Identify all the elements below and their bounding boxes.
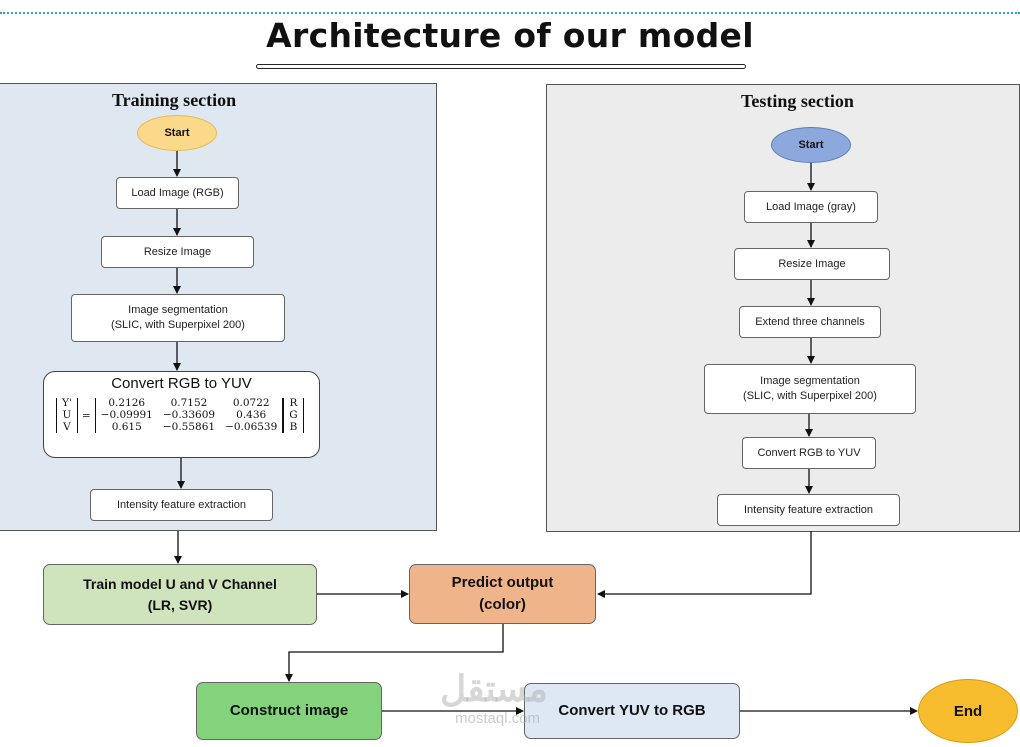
construct-image-node: Construct image [196, 682, 382, 740]
predict-output-sublabel: (color) [479, 596, 526, 613]
train-model-node: Train model U and V Channel (LR, SVR) [43, 564, 317, 625]
training-segmentation-label: Image segmentation [128, 304, 228, 317]
matrix-cell: 0.436 [236, 408, 267, 421]
training-segmentation-sublabel: (SLIC, with Superpixel 200) [111, 319, 245, 331]
end-node: End [918, 679, 1018, 743]
coefficient-matrix: 0.2126 0.7152 0.0722 −0.09991 −0.33609 0… [94, 397, 284, 434]
testing-section-title: Testing section [741, 91, 854, 111]
vector-u: U [62, 408, 72, 421]
rgb-input-vector: R G B [283, 397, 304, 434]
matrix-cell: 0.2126 [108, 397, 146, 409]
testing-load-image-node: Load Image (gray) [744, 191, 878, 223]
yuv-conversion-matrix: Y' U V = 0.2126 0.7152 0.0722 −0.09991 −… [56, 397, 304, 434]
page-title: Architecture of our model [266, 16, 754, 55]
predict-output-node: Predict output (color) [409, 564, 596, 624]
training-start-node: Start [137, 115, 217, 151]
testing-intensity-extraction-node: Intensity feature extraction [717, 494, 900, 526]
matrix-cell: 0.7152 [170, 397, 208, 409]
training-section-title: Training section [112, 90, 237, 110]
vector-y: Y' [62, 397, 72, 409]
testing-extend-channels-node: Extend three channels [739, 306, 881, 338]
testing-convert-yuv-node: Convert RGB to YUV [742, 437, 876, 469]
vector-g: G [289, 408, 298, 421]
predict-output-label: Predict output [451, 573, 554, 591]
training-intensity-extraction-node: Intensity feature extraction [90, 489, 273, 521]
matrix-cell: −0.09991 [100, 408, 153, 421]
training-resize-image-node: Resize Image [101, 236, 254, 268]
title-underline [256, 64, 746, 69]
yuv-output-vector: Y' U V [56, 397, 78, 434]
convert-yuv-rgb-node: Convert YUV to RGB [524, 683, 740, 739]
testing-segmentation-label: Image segmentation [760, 375, 860, 388]
training-convert-yuv-node: Convert RGB to YUV Y' U V = 0.2126 0.715… [43, 371, 320, 458]
vector-b: B [289, 420, 298, 433]
matrix-cell: −0.55861 [162, 420, 216, 433]
matrix-cell: −0.33609 [162, 408, 216, 421]
matrix-cell: 0.0722 [232, 397, 270, 409]
testing-start-node: Start [771, 127, 851, 163]
train-model-label: Train model U and V Channel [83, 575, 277, 592]
testing-resize-image-node: Resize Image [734, 248, 890, 280]
arrow-predict-construct [285, 624, 504, 682]
matrix-cell: −0.06539 [225, 420, 278, 433]
equals-sign: = [81, 409, 91, 422]
testing-segmentation-node: Image segmentation (SLIC, with Superpixe… [704, 364, 916, 414]
training-load-image-node: Load Image (RGB) [116, 177, 239, 209]
vector-r: R [289, 397, 298, 409]
top-dotted-divider [0, 12, 1020, 14]
testing-segmentation-sublabel: (SLIC, with Superpixel 200) [743, 390, 877, 402]
training-segmentation-node: Image segmentation (SLIC, with Superpixe… [71, 294, 285, 342]
arrow-testing-predict [597, 531, 812, 598]
matrix-cell: 0.615 [111, 420, 142, 433]
training-convert-yuv-title: Convert RGB to YUV [111, 375, 252, 392]
train-model-sublabel: (LR, SVR) [147, 596, 213, 613]
vector-v: V [63, 420, 71, 433]
